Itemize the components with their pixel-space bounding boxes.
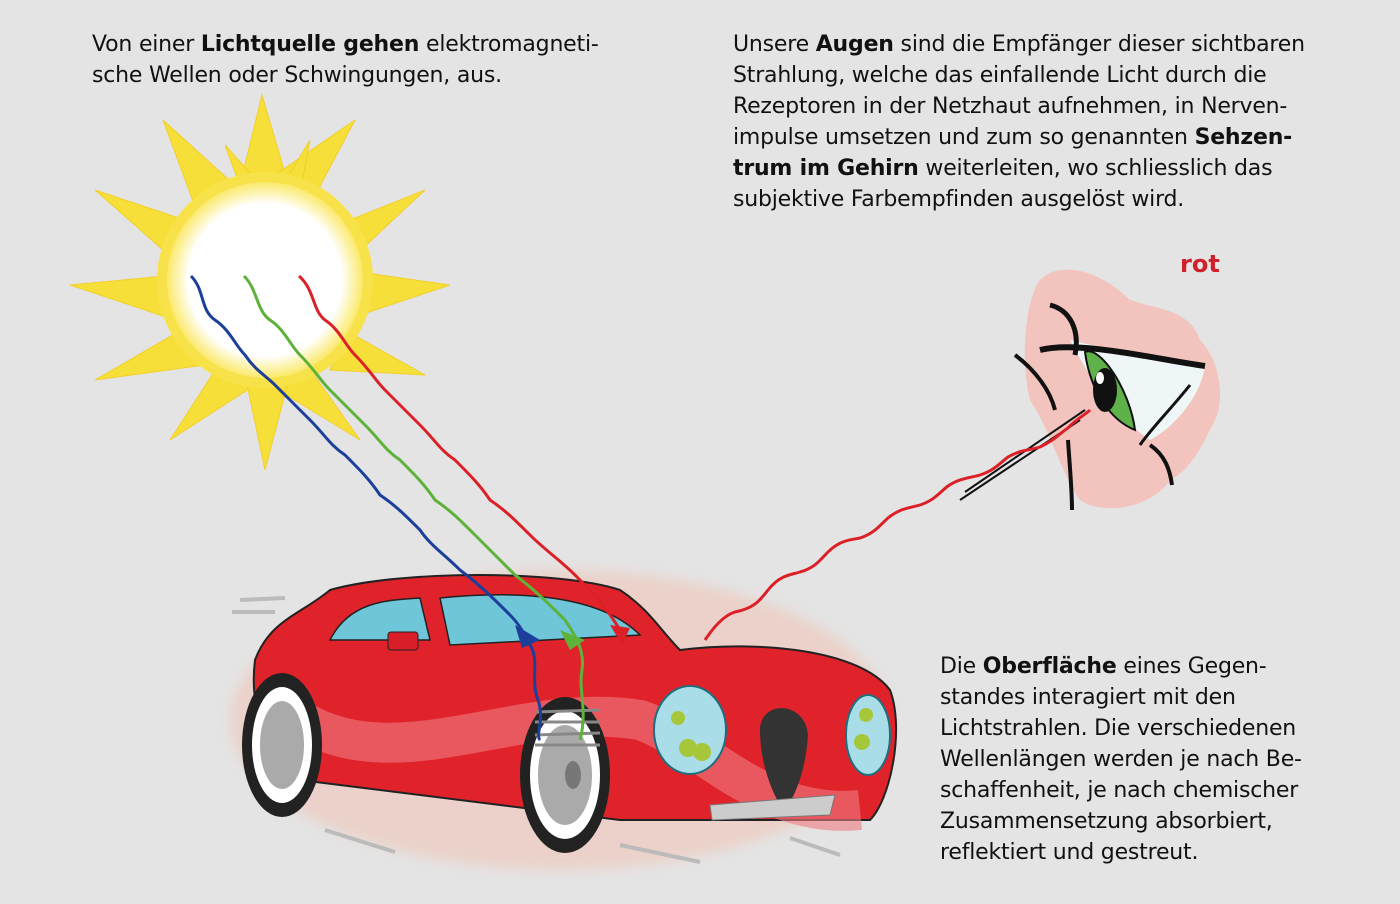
wave-blue xyxy=(189,274,543,742)
light-waves xyxy=(189,274,1092,742)
caption-line: standes interagiert mit den xyxy=(940,685,1236,710)
caption-line: Zusammensetzung absorbiert, xyxy=(940,809,1273,834)
wave-green xyxy=(242,274,585,741)
caption-line: sche Wellen oder Schwingungen, aus. xyxy=(92,63,502,88)
caption-line: Wellenlängen werden je nach Be- xyxy=(940,747,1302,772)
perceived-color-label: rot xyxy=(1180,250,1220,278)
eyes-caption: Unsere Augen sind die Empfänger dieser s… xyxy=(733,29,1353,215)
eye-icon xyxy=(959,269,1220,511)
caption-line: Lichtstrahlen. Die verschiedenen xyxy=(940,716,1297,741)
wave-red xyxy=(297,274,622,631)
sun-icon xyxy=(69,93,451,471)
wave-red-reflected xyxy=(703,408,1092,641)
caption-line: reflektiert und gestreut. xyxy=(940,840,1199,865)
caption-line: Strahlung, welche das einfallende Licht … xyxy=(733,63,1267,88)
caption-line: Die Oberfläche eines Gegen- xyxy=(940,654,1267,679)
light-source-caption: Von einer Lichtquelle gehen elektromagne… xyxy=(92,29,652,91)
car-icon xyxy=(230,570,898,870)
caption-line: trum im Gehirn weiterleiten, wo schliess… xyxy=(733,156,1273,181)
caption-line: subjektive Farbempfinden ausgelöst wird. xyxy=(733,187,1185,212)
caption-line: Von einer Lichtquelle gehen elektromagne… xyxy=(92,32,599,57)
caption-line: schaffenheit, je nach chemischer xyxy=(940,778,1299,803)
caption-line: Rezeptoren in der Netzhaut aufnehmen, in… xyxy=(733,94,1288,119)
caption-line: Unsere Augen sind die Empfänger dieser s… xyxy=(733,32,1305,57)
surface-caption: Die Oberfläche eines Gegen-standes inter… xyxy=(940,651,1360,868)
caption-line: impulse umsetzen und zum so genannten Se… xyxy=(733,125,1293,150)
